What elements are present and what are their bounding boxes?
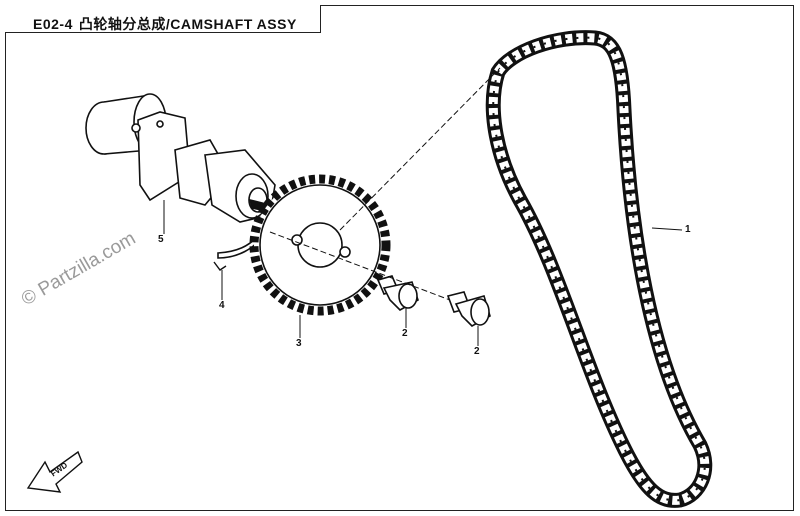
callout-5: 5 bbox=[158, 234, 164, 245]
callout-3: 3 bbox=[296, 338, 302, 349]
bolt-2 bbox=[446, 291, 491, 327]
diagram-frame bbox=[5, 5, 794, 511]
title-chinese: 凸轮轴分总成 bbox=[78, 17, 166, 33]
alignment-lines bbox=[269, 67, 501, 301]
title-separator: / bbox=[165, 16, 171, 32]
page-title: E02-4 凸轮轴分总成/CAMSHAFT ASSY bbox=[33, 14, 297, 34]
callout-1: 1 bbox=[685, 224, 691, 235]
callout-2a: 2 bbox=[402, 328, 408, 339]
bolt-1 bbox=[376, 275, 419, 311]
fwd-arrow-icon bbox=[26, 450, 83, 493]
leader-lines bbox=[163, 200, 683, 346]
callout-4: 4 bbox=[219, 300, 225, 311]
diagram-code: E02-4 bbox=[33, 16, 73, 32]
camshaft bbox=[85, 93, 276, 223]
title-box: E02-4 凸轮轴分总成/CAMSHAFT ASSY bbox=[5, 5, 321, 33]
timing-chain bbox=[485, 30, 713, 508]
title-english: CAMSHAFT ASSY bbox=[170, 16, 297, 32]
cam-sprocket bbox=[249, 174, 391, 316]
callout-2b: 2 bbox=[474, 346, 480, 357]
